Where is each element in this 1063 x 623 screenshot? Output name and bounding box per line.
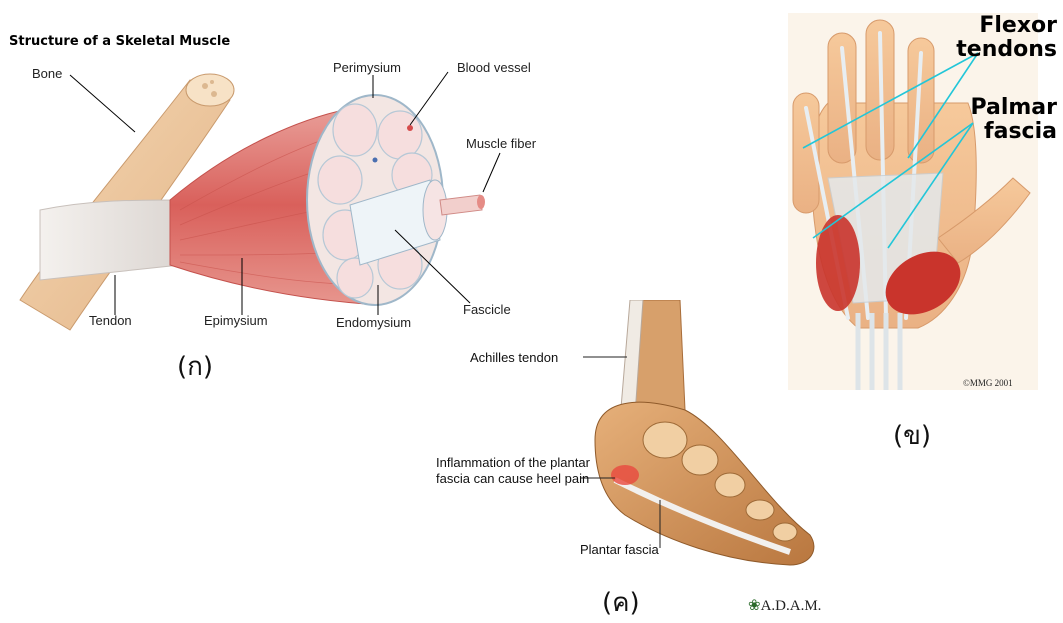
bone-label: Bone [32,66,62,81]
blood-vessel-label: Blood vessel [457,60,531,75]
plantar-fascia-foot-label: Plantar fascia [580,542,659,558]
tendon-shape [40,200,180,280]
fascicle-label: Fascicle [463,302,511,317]
copyright-mmg: ©MMG 2001 [963,378,1013,388]
flexor-tendons-label: Flexor tendons [945,14,1057,62]
bone-end [186,74,234,106]
caption-b: (ข) [893,415,931,456]
adam-logo: ❀A.D.A.M. [748,596,821,615]
inflammation-spot [611,465,639,485]
adam-logo-text: A.D.A.M. [761,598,822,614]
palmar-fascia-label: Palmar fascia [950,96,1057,144]
muscle-diagram-title: Structure of a Skeletal Muscle [9,34,230,49]
adam-logo-icon: ❀ [748,598,761,614]
perimysium-label: Perimysium [333,60,401,75]
endomysium-label: Endomysium [336,315,411,330]
tendon-label: Tendon [89,313,132,328]
muscle-fiber-label: Muscle fiber [466,136,536,151]
caption-c: (ค) [602,582,640,623]
hypothenar-muscle [816,215,860,311]
achilles-tendon-label: Achilles tendon [470,350,558,366]
inflammation-label: Inflammation of the plantar fascia can c… [436,455,596,487]
epimysium-label: Epimysium [204,313,268,328]
caption-a: (ก) [177,346,213,387]
